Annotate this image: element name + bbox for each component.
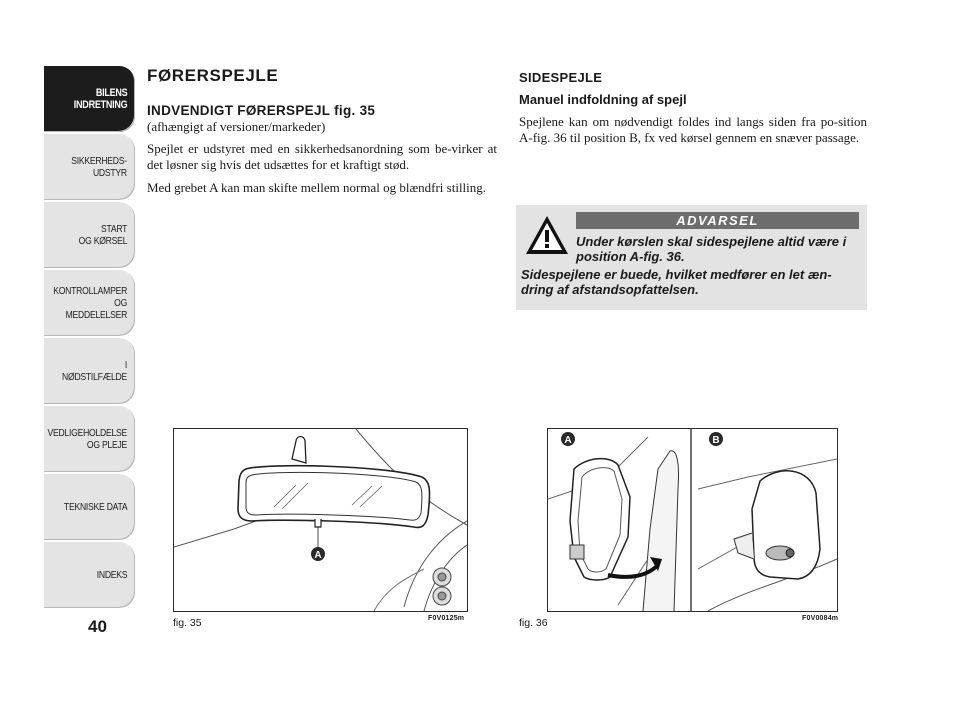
right-column: SIDESPEJLE Manuel indfoldning af spejl S… [519, 70, 867, 153]
tab-label: KONTROLLAMPER OG MEDDELELSER [53, 285, 127, 321]
figure-code: F0V0084m [802, 615, 839, 622]
tab-label: I NØDSTILFÆLDE [62, 359, 128, 383]
tab-label: START OG KØRSEL [78, 223, 127, 247]
tab-vedligeholdelse[interactable]: VEDLIGEHOLDELSE OG PLEJE [44, 406, 135, 472]
warning-text: Sidespejlene er buede, hvilket medfører … [521, 267, 832, 297]
tab-kontrollamper[interactable]: KONTROLLAMPER OG MEDDELELSER [44, 270, 135, 336]
tab-indeks[interactable]: INDEKS [44, 542, 135, 608]
warning-triangle-icon [526, 216, 568, 254]
marker-a: A [314, 550, 321, 561]
left-column: FØRERSPEJLE INDVENDIGT FØRERSPEJL fig. 3… [147, 66, 497, 203]
version-note: (afhængigt af versioner/markeder) [147, 119, 326, 134]
interior-mirror-illustration: A [174, 429, 467, 611]
warning-label: ADVARSEL [576, 212, 859, 229]
page-title: FØRERSPEJLE [147, 66, 279, 85]
paragraph: Spejlene kan om nødvendigt foldes ind la… [519, 114, 867, 145]
figure-caption: fig. 36 [519, 617, 548, 629]
paragraph: Spejlet er udstyret med en sikkerhedsano… [147, 141, 497, 172]
figure-interior-mirror: A [173, 428, 468, 612]
warning-box: ADVARSEL Under kørslen skal sidespejlene… [516, 205, 867, 310]
tab-tekniske-data[interactable]: TEKNISKE DATA [44, 474, 135, 540]
subsection-heading: Manuel indfoldning af spejl [519, 92, 687, 107]
tab-start-og-korsel[interactable]: START OG KØRSEL [44, 202, 135, 268]
figure-code: F0V0125m [428, 615, 465, 622]
side-mirror-illustration: A B [548, 429, 837, 611]
section-heading: INDVENDIGT FØRERSPEJL fig. 35 [147, 103, 376, 118]
tab-label: VEDLIGEHOLDELSE OG PLEJE [47, 427, 127, 451]
marker-b: B [712, 435, 719, 446]
page-number: 40 [88, 617, 107, 636]
chapter-tabs: BILENS INDRETNING SIKKERHEDS- UDSTYR STA… [44, 66, 135, 610]
tab-bilens-indretning[interactable]: BILENS INDRETNING [44, 66, 135, 132]
tab-label: BILENS INDRETNING [73, 87, 127, 111]
tab-label: INDEKS [96, 569, 127, 581]
tab-label: TEKNISKE DATA [63, 501, 128, 513]
warning-text: Under kørslen skal sidespejlene altid væ… [576, 234, 847, 264]
figure-side-mirror: A B [547, 428, 838, 612]
tab-label: SIKKERHEDS- UDSTYR [71, 155, 127, 179]
tab-nodstilfaelde[interactable]: I NØDSTILFÆLDE [44, 338, 135, 404]
paragraph: Med grebet A kan man skifte mellem norma… [147, 180, 487, 195]
figure-caption: fig. 35 [173, 617, 202, 629]
marker-a: A [564, 435, 571, 446]
section-heading: SIDESPEJLE [519, 70, 603, 85]
tab-sikkerhedsudstyr[interactable]: SIKKERHEDS- UDSTYR [44, 134, 135, 200]
